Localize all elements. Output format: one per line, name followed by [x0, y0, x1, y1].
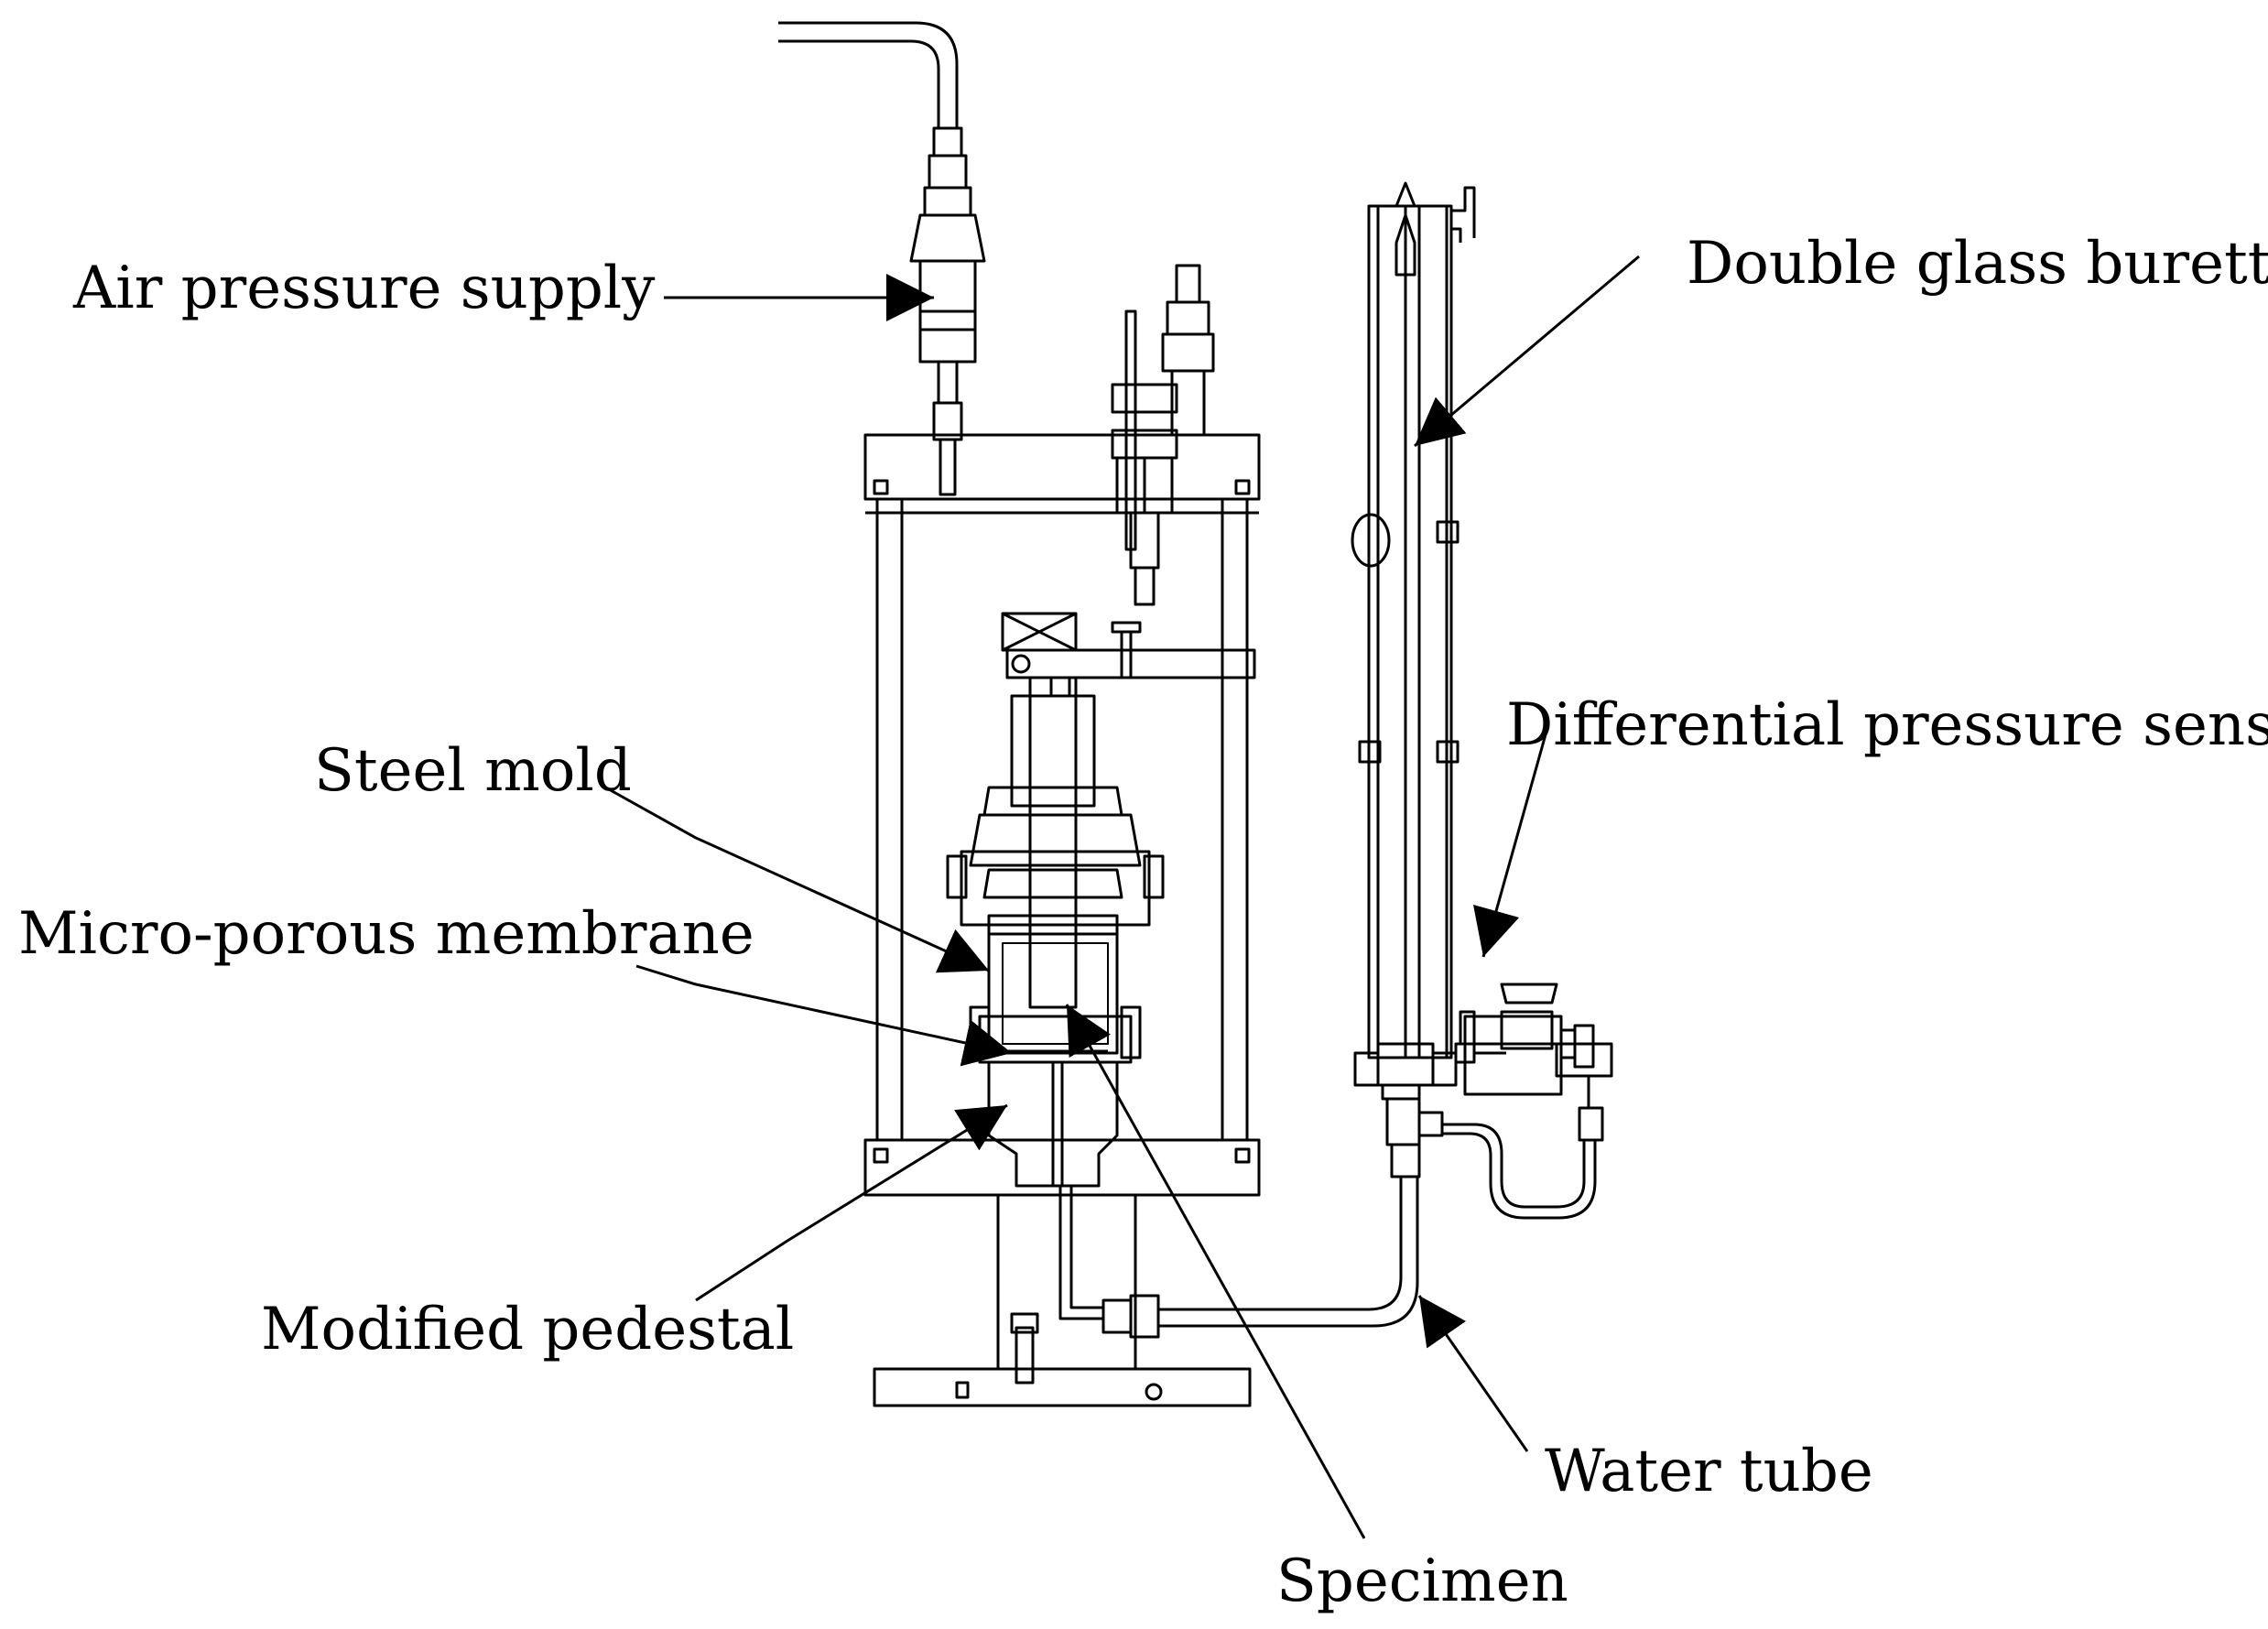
label-air-pressure-supply: Air pressure supply: [73, 255, 656, 322]
sensor-tube-inner: [1442, 1132, 1597, 1220]
arrow-steel-mold: [608, 787, 990, 973]
double-glass-burette: [1351, 181, 1476, 1059]
air-pressure-connector: [909, 126, 986, 496]
top-plate-bolts: [873, 479, 1251, 495]
sensor-tube: [1442, 1123, 1586, 1209]
arrow-differential-sensor: [1472, 727, 1549, 958]
label-modified-pedestal: Modified pedestal: [261, 1296, 795, 1363]
arrow-water-tube: [1417, 1295, 1529, 1452]
cell-walls: [865, 499, 1259, 1140]
label-micro-porous-membrane: Micro-porous membrane: [18, 900, 754, 968]
label-double-glass-burette: Double glass burette: [1687, 230, 2268, 298]
label-water-tube: Water tube: [1545, 1438, 1873, 1505]
top-plate: [863, 433, 1261, 501]
label-differential-pressure-sensor: Differential pressure sensor: [1506, 691, 2268, 759]
label-specimen: Specimen: [1276, 1548, 1568, 1615]
air-supply-pipe: [778, 21, 959, 128]
modified-pedestal: [987, 1060, 1119, 1188]
loading-piston: [1001, 612, 1256, 1009]
burette-manifold: [1353, 1042, 1458, 1178]
top-valve-assembly: [1111, 264, 1215, 606]
water-tube: [1058, 1177, 1419, 1339]
bottom-plate: [863, 1138, 1261, 1407]
specimen: [1002, 942, 1109, 1045]
arrow-burette: [1414, 255, 1640, 448]
arrow-membrane: [635, 964, 1013, 1067]
arrow-modified-pedestal: [695, 1103, 1008, 1302]
differential-pressure-sensor: [1454, 983, 1613, 1142]
label-steel-mold: Steel mold: [314, 737, 632, 805]
arrow-specimen: [1065, 1004, 1366, 1539]
